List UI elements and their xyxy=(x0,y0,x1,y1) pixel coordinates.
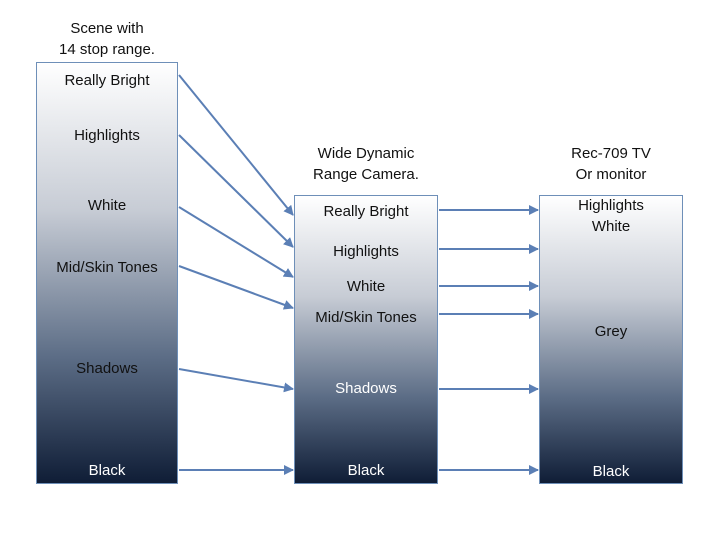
monitor-level-grey: Grey xyxy=(594,323,628,340)
arrow-scene-mid-to-camera xyxy=(178,265,294,310)
scene-caption-line-2: 14 stop range. xyxy=(59,41,155,58)
scene-caption: Scene with 14 stop range. xyxy=(36,18,178,60)
monitor-caption-line-1: Rec-709 TV xyxy=(571,145,651,162)
camera-caption-line-1: Wide Dynamic xyxy=(317,145,415,162)
monitor-level-black: Black xyxy=(592,463,630,480)
camera-level-really-bright: Really Bright xyxy=(323,203,409,220)
scene-level-really-bright: Really Bright xyxy=(64,72,150,89)
monitor-column: Highlights White Grey Black xyxy=(539,195,683,484)
scene-level-white: White xyxy=(87,197,127,214)
arrow-scene-highlights-to-camera xyxy=(178,134,294,248)
camera-level-black: Black xyxy=(347,462,385,479)
camera-level-shadows: Shadows xyxy=(335,380,397,397)
arrow-scene-really-bright-to-camera xyxy=(178,74,294,216)
arrow-scene-white-to-camera xyxy=(178,206,294,278)
monitor-caption-line-2: Or monitor xyxy=(575,166,647,183)
arrow-scene-shadows-to-camera xyxy=(178,368,294,393)
monitor-level-white: White xyxy=(591,218,631,235)
camera-column: Really Bright Highlights White Mid/Skin … xyxy=(294,195,438,484)
monitor-caption: Rec-709 TV Or monitor xyxy=(539,143,683,185)
camera-caption: Wide Dynamic Range Camera. xyxy=(294,143,438,185)
scene-level-highlights: Highlights xyxy=(74,127,140,144)
scene-level-black: Black xyxy=(88,462,126,479)
monitor-level-highlights: Highlights xyxy=(578,197,644,214)
scene-level-shadows: Shadows xyxy=(76,360,138,377)
scene-column: Really Bright Highlights White Mid/Skin … xyxy=(36,62,178,484)
camera-caption-line-2: Range Camera. xyxy=(313,166,419,183)
scene-caption-line-1: Scene with xyxy=(70,20,144,37)
camera-level-highlights: Highlights xyxy=(333,243,399,260)
scene-level-mid-skin-tones: Mid/Skin Tones xyxy=(56,259,158,276)
camera-level-mid-skin-tones: Mid/Skin Tones xyxy=(315,309,417,326)
camera-level-white: White xyxy=(346,278,386,295)
